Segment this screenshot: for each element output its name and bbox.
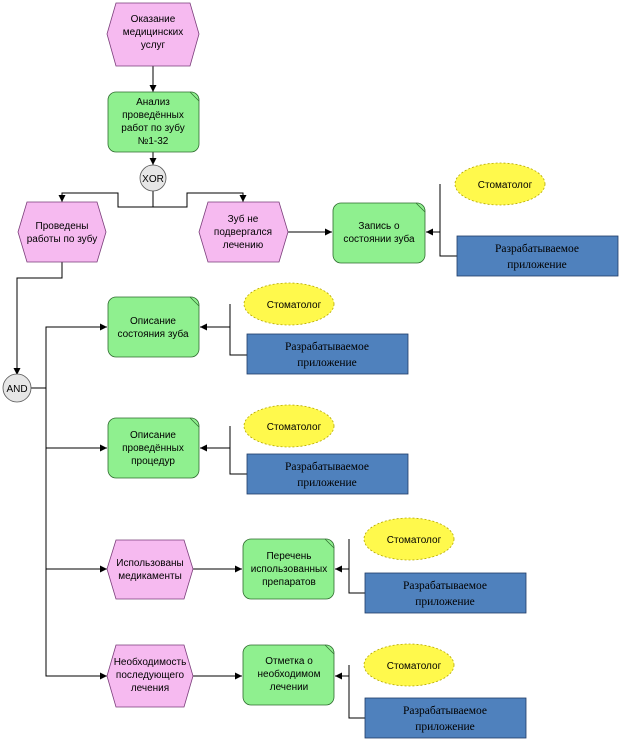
event-works-done: Проведены работы по зубу — [17, 201, 107, 263]
role-dentist-5-label: Стоматолог — [387, 661, 442, 672]
role-dentist-2-label: Стоматолог — [267, 300, 322, 311]
function-describe-procedures: Описание проведённых процедур — [107, 417, 200, 479]
event-service: Оказание медицинских услуг — [106, 2, 200, 67]
system-app-4-line-1: Разрабатываемое — [403, 580, 487, 592]
function-describe-state-line-1: Описание — [130, 316, 176, 327]
function-analysis-line-4: №1-32 — [138, 136, 169, 147]
function-describe-procedures-line-3: процедур — [131, 456, 175, 467]
function-analysis: Анализ проведённых работ по зубу №1-32 — [107, 91, 200, 153]
role-dentist-1: Стоматолог — [454, 162, 546, 206]
system-app-5-line-2: приложение — [415, 721, 475, 733]
event-meds-used-line-1: Использованы — [116, 558, 184, 569]
function-mark-followup-line-1: Отметка о — [265, 656, 313, 667]
function-mark-followup-line-2: необходимом — [257, 668, 320, 680]
function-describe-state: Описание состояния зуба — [107, 296, 200, 358]
function-drug-list-line-3: препаратов — [262, 577, 316, 588]
event-followup-needed: Необходимость последующего лечения — [106, 644, 194, 708]
and-label: AND — [6, 384, 27, 395]
function-record-state: Запись о состоянии зуба — [332, 202, 426, 264]
system-app-1-line-1: Разрабатываемое — [495, 243, 579, 255]
event-service-line-3: услуг — [141, 40, 166, 51]
event-meds-used-line-2: медикаменты — [118, 571, 182, 582]
system-app-1: Разрабатываемое приложение — [456, 235, 619, 277]
event-service-line-2: медицинских — [123, 27, 183, 38]
role-dentist-3-label: Стоматолог — [267, 422, 322, 433]
function-analysis-line-1: Анализ — [136, 97, 170, 108]
system-app-3-line-2: приложение — [297, 477, 357, 489]
system-app-2-line-2: приложение — [297, 357, 357, 369]
system-app-5: Разрабатываемое приложение — [364, 697, 527, 739]
event-service-line-1: Оказание — [131, 14, 176, 25]
and-connector: AND — [2, 373, 32, 403]
function-drug-list-line-2: использованных — [251, 564, 327, 575]
role-dentist-2: Стоматолог — [243, 282, 335, 326]
system-app-2-line-1: Разрабатываемое — [285, 341, 369, 353]
system-app-1-line-2: приложение — [507, 259, 567, 271]
function-describe-procedures-line-2: проведённых — [122, 443, 184, 454]
function-drug-list: Перечень использованных препаратов — [242, 538, 335, 600]
system-app-3-line-1: Разрабатываемое — [285, 461, 369, 473]
role-dentist-3: Стоматолог — [243, 404, 335, 448]
system-app-3: Разрабатываемое приложение — [246, 453, 409, 495]
role-dentist-4: Стоматолог — [363, 517, 455, 561]
function-drug-list-line-1: Перечень — [266, 551, 311, 562]
system-app-4-line-2: приложение — [415, 596, 475, 608]
function-describe-procedures-line-1: Описание — [130, 430, 176, 441]
function-mark-followup-line-3: лечении — [270, 682, 309, 693]
function-analysis-line-2: проведённых — [122, 110, 184, 121]
event-followup-needed-line-1: Необходимость — [114, 656, 187, 668]
event-not-treated-line-3: лечению — [223, 240, 264, 251]
role-dentist-4-label: Стоматолог — [387, 535, 442, 546]
function-mark-followup: Отметка о необходимом лечении — [242, 644, 335, 706]
event-works-done-line-1: Проведены — [36, 221, 89, 232]
function-describe-state-line-2: состояния зуба — [117, 328, 189, 340]
event-followup-needed-line-2: последующего — [116, 670, 185, 681]
event-not-treated: Зуб не подвергался лечению — [198, 201, 289, 263]
edges — [13, 66, 457, 719]
system-app-4: Разрабатываемое приложение — [364, 572, 527, 614]
function-record-state-line-2: состоянии зуба — [343, 233, 415, 245]
event-works-done-line-2: работы по зубу — [27, 233, 98, 245]
xor-connector: XOR — [139, 164, 167, 192]
role-dentist-5: Стоматолог — [363, 643, 455, 687]
function-analysis-line-3: работ по зубу — [121, 122, 184, 134]
system-app-5-line-1: Разрабатываемое — [403, 705, 487, 717]
function-record-state-line-1: Запись о — [358, 221, 400, 232]
event-followup-needed-line-3: лечения — [131, 683, 169, 694]
system-app-2: Разрабатываемое приложение — [246, 333, 409, 375]
event-not-treated-line-1: Зуб не — [228, 213, 259, 225]
role-dentist-1-label: Стоматолог — [478, 180, 533, 191]
event-meds-used: Использованы медикаменты — [106, 539, 194, 600]
event-not-treated-line-2: подвергался — [214, 227, 272, 238]
xor-label: XOR — [142, 174, 164, 185]
